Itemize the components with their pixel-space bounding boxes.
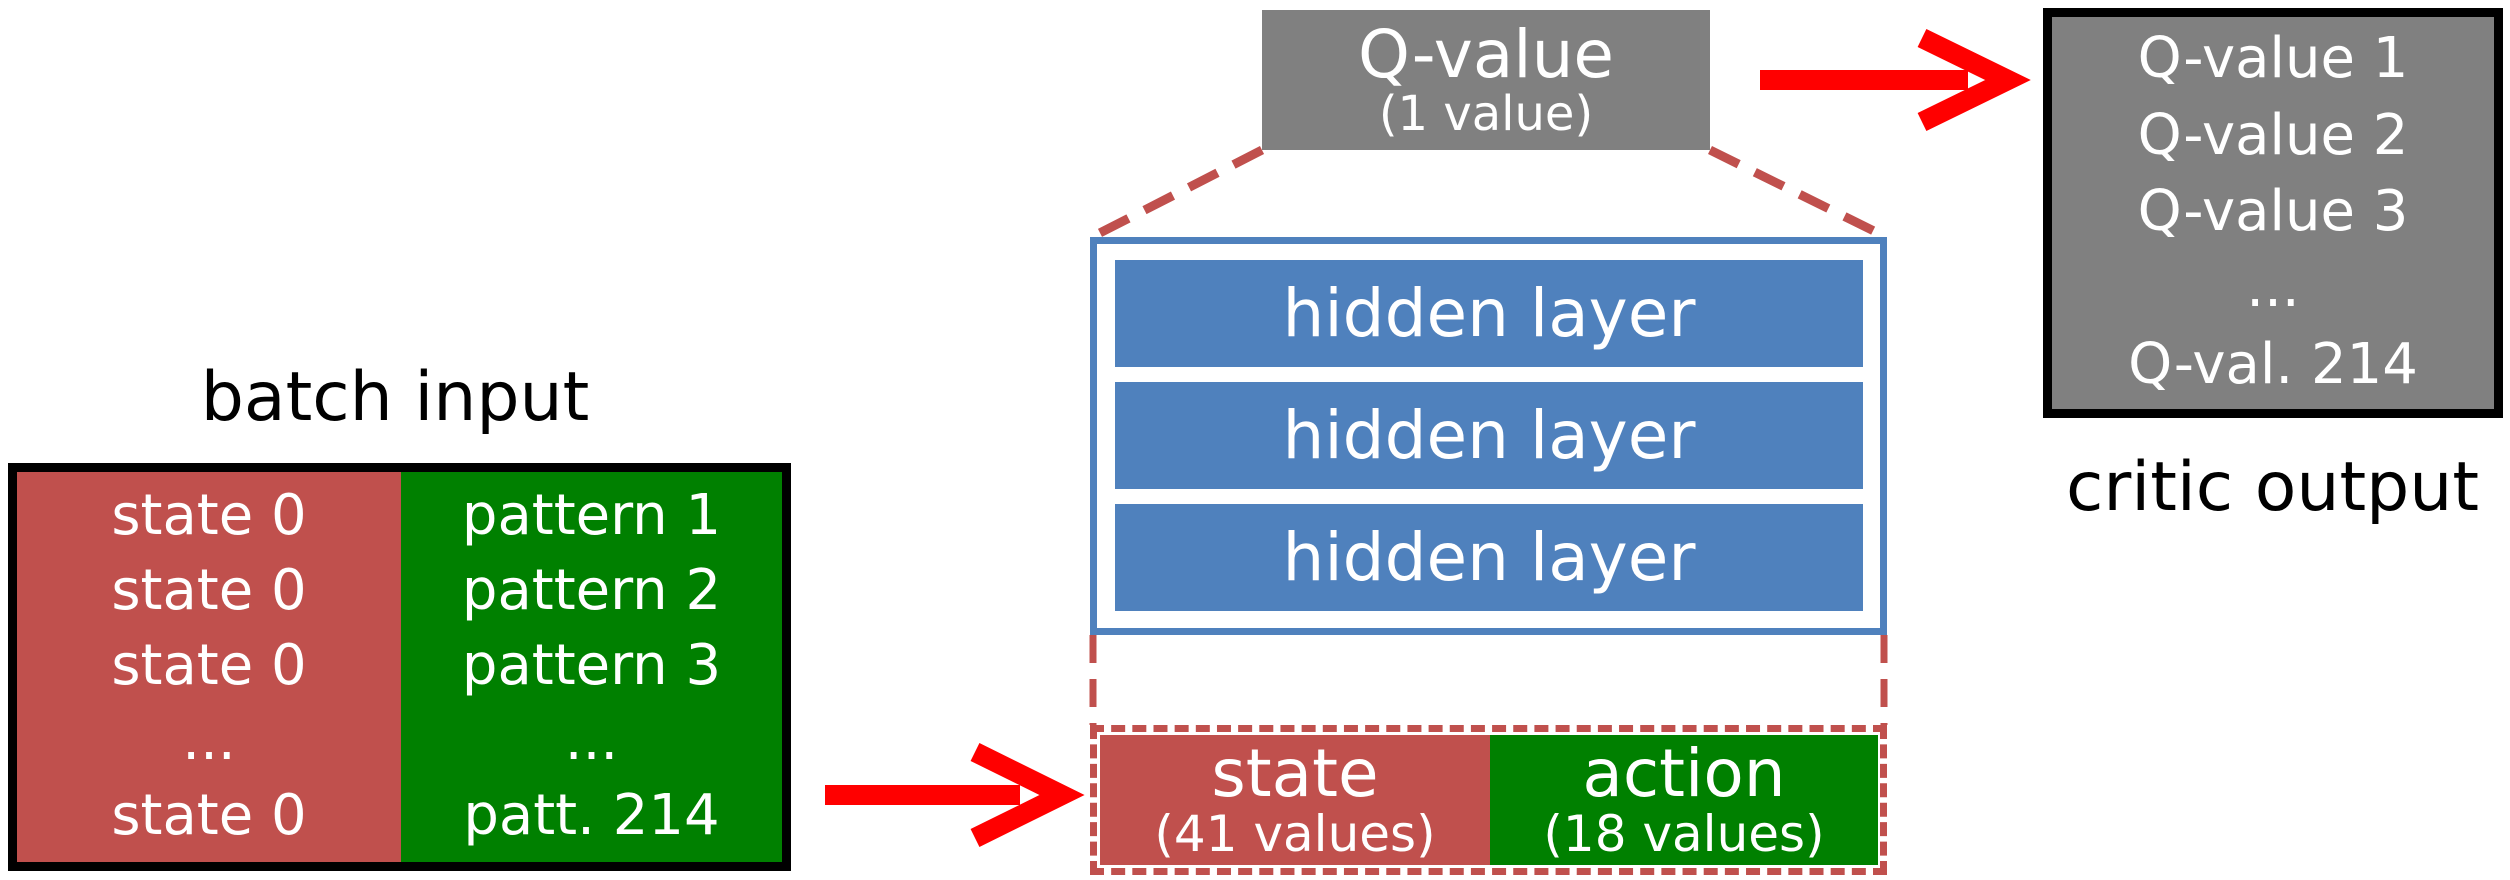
input-action-node: action (18 values) — [1490, 735, 1878, 865]
arrow-qvalue-to-critic — [1760, 29, 2031, 131]
critic-output-box: Q-value 1 Q-value 2 Q-value 3 ... Q-val.… — [2043, 8, 2503, 418]
batch-state-cell: state 0 — [111, 632, 307, 698]
input-state-label: state — [1211, 735, 1379, 812]
batch-pattern-column: pattern 1 pattern 2 pattern 3 ... patt. … — [401, 472, 782, 862]
batch-state-cell: state 0 — [111, 783, 307, 849]
input-state-sublabel: (41 values) — [1154, 805, 1436, 863]
critic-output-cell: Q-val. 214 — [2128, 331, 2418, 397]
batch-pattern-cell: patt. 214 — [463, 783, 720, 849]
critic-output-cell: Q-value 1 — [2137, 26, 2409, 92]
batch-pattern-cell: pattern 2 — [461, 557, 722, 623]
batch-pattern-cell: pattern 1 — [461, 482, 722, 548]
critic-output-cell: Q-value 2 — [2137, 102, 2409, 168]
hidden-layer-1: hidden layer — [1115, 260, 1863, 367]
batch-input-table: state 0 state 0 state 0 ... state 0 patt… — [8, 463, 791, 871]
batch-pattern-cell: pattern 3 — [461, 632, 722, 698]
qvalue-sublabel: (1 value) — [1378, 86, 1594, 142]
qvalue-connector-right — [1708, 145, 1888, 242]
hidden-layer-2: hidden layer — [1115, 382, 1863, 489]
arrow-batch-to-input — [825, 743, 1085, 847]
hidden-layer-3: hidden layer — [1115, 504, 1863, 611]
input-action-label: action — [1582, 735, 1786, 812]
input-state-node: state (41 values) — [1100, 735, 1490, 865]
batch-state-column: state 0 state 0 state 0 ... state 0 — [17, 472, 401, 862]
batch-state-cell: state 0 — [111, 557, 307, 623]
critic-output-title: critic output — [2065, 448, 2480, 527]
critic-output-cell: Q-value 3 — [2137, 178, 2409, 244]
batch-state-cell: ... — [182, 708, 236, 774]
input-action-sublabel: (18 values) — [1543, 805, 1825, 863]
critic-output-cell: ... — [2246, 255, 2300, 321]
batch-state-cell: state 0 — [111, 482, 307, 548]
qvalue-output-node: Q-value (1 value) — [1262, 10, 1710, 150]
batch-pattern-cell: ... — [564, 708, 619, 774]
qvalue-label: Q-value — [1357, 16, 1615, 93]
batch-input-title: batch input — [200, 358, 590, 437]
qvalue-connector-left — [1089, 145, 1265, 242]
